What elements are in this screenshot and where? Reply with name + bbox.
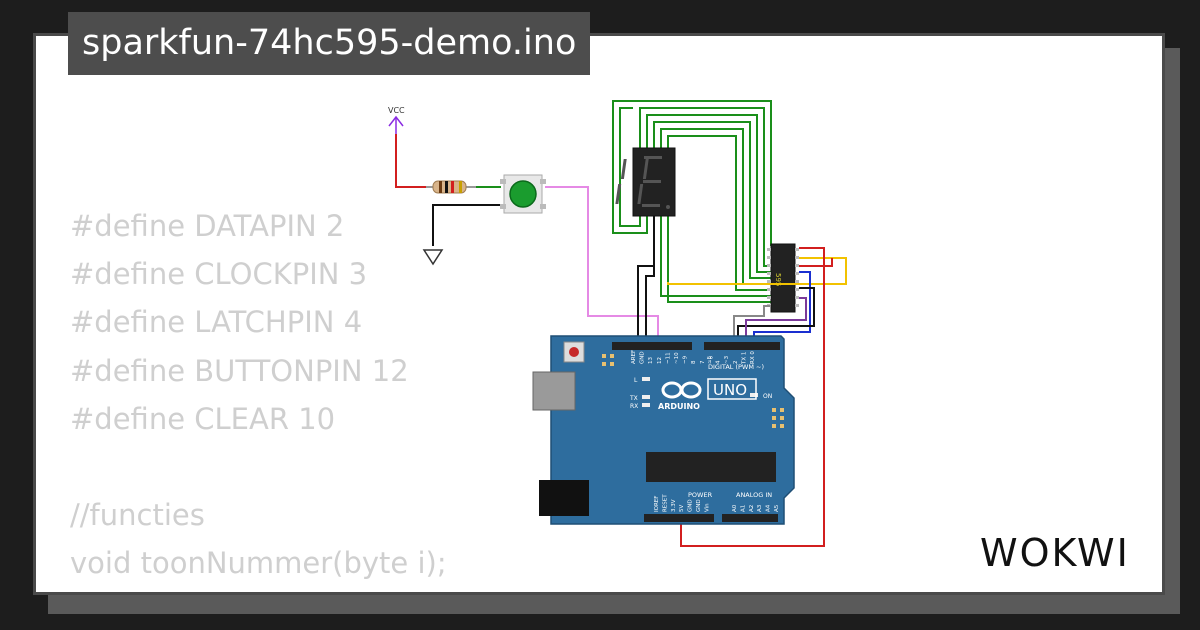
power-pin-label: 3.3V (671, 499, 677, 512)
wire-display-gnd2[interactable] (645, 216, 655, 346)
digital-header-left (612, 342, 692, 350)
code-line: void toonNummer(byte i); (70, 546, 447, 581)
code-preview: #define DATAPIN 2 #define CLOCKPIN 3 #defi… (70, 202, 447, 588)
digital-pin-label: ~11 (665, 352, 671, 364)
analog-label: ANALOG IN (736, 491, 772, 499)
digital-pin-label: GND (640, 351, 646, 364)
resistor[interactable] (426, 180, 476, 194)
digital-label: DIGITAL (PWM ~) (708, 363, 764, 371)
code-line: #define CLEAR 10 (70, 401, 336, 436)
digital-pin-label: 8 (691, 360, 697, 364)
led-l-label: L (634, 377, 638, 384)
wokwi-logo: WOKWI (980, 531, 1130, 575)
led-rx-label: RX (630, 403, 638, 410)
power-pin-label: 5V (679, 505, 685, 512)
digital-pin-label: ~6 (708, 355, 714, 364)
ground-symbol (422, 249, 444, 266)
chip-label: 595 (774, 273, 782, 286)
project-card: #define DATAPIN 2 #define CLOCKPIN 3 #defi… (33, 33, 1165, 595)
power-pin-label: Vin (704, 503, 710, 512)
digital-header-right (704, 342, 780, 350)
code-line: //functies (70, 498, 205, 533)
digital-pin-label: 4 (716, 360, 722, 364)
power-pin-label: RESET (662, 494, 668, 512)
digital-pin-label: 13 (648, 357, 654, 364)
digital-pin-label: AREF (631, 350, 637, 364)
shift-register-chip[interactable]: 595 (767, 243, 799, 313)
digital-pin-label: 2 (733, 361, 739, 365)
digital-pin-label: 7 (700, 360, 706, 364)
power-pin-label: GND (688, 499, 694, 512)
analog-pin-label: A5 (774, 504, 780, 512)
push-button[interactable] (500, 174, 546, 214)
digital-pin-label: ~9 (683, 355, 689, 364)
digital-pin-label: 12 (657, 357, 663, 364)
circuit-diagram: VCC (388, 100, 847, 547)
usb-port (532, 371, 576, 411)
analog-header (722, 514, 778, 522)
seven-segment-display[interactable] (615, 147, 676, 217)
analog-pin-label: A1 (740, 505, 746, 512)
digital-pin-label: ~3 (724, 355, 730, 364)
power-jack (539, 480, 589, 516)
wire-button-pin12[interactable] (545, 186, 659, 346)
icsp-header (602, 354, 784, 428)
power-label: POWER (688, 491, 713, 499)
wire-chip-black[interactable] (737, 287, 815, 346)
code-line: #define LATCHPIN 4 (70, 305, 363, 340)
wire-chip-gray[interactable] (733, 305, 771, 346)
analog-pin-label: A0 (732, 504, 738, 512)
power-pin-label: GND (696, 499, 702, 512)
arduino-logo: ARDUINO (658, 381, 702, 411)
wire-button-ground[interactable] (432, 204, 501, 246)
wire-chip-red2[interactable] (799, 258, 833, 267)
arduino-brand: ARDUINO (658, 402, 700, 411)
digital-pin-label: ~5 (707, 355, 713, 364)
digital-pin-label: TX 1 (741, 352, 747, 365)
vcc-label: VCC (388, 106, 405, 115)
microcontroller-chip (646, 452, 776, 482)
code-line: #define BUTTONPIN 12 (70, 353, 409, 388)
wire-chip-yellow[interactable] (667, 257, 847, 285)
digital-pin-label: RX 0 (750, 351, 756, 364)
code-line: #define CLOCKPIN 3 (70, 257, 368, 292)
analog-pin-label: A2 (749, 505, 755, 512)
power-pin-label: IOREF (654, 496, 660, 512)
wokwi-logo-text: WOKWI (980, 531, 1130, 575)
led-on-label: ON (763, 393, 772, 400)
project-title[interactable]: sparkfun-74hc595-demo.ino (68, 12, 591, 75)
wire-vcc-resistor[interactable] (395, 134, 426, 188)
analog-pin-label: A3 (757, 504, 763, 512)
arduino-uno-board[interactable]: DIGITAL (PWM ~) L TX RX ON ARDUINO UNO P (532, 335, 795, 525)
wire-chip-vcc[interactable] (680, 247, 825, 547)
led-tx-label: TX (629, 395, 638, 402)
code-line: #define DATAPIN 2 (70, 209, 345, 243)
vcc-symbol: VCC (388, 106, 405, 134)
digital-pin-label: ~10 (674, 352, 680, 364)
arduino-model: UNO (713, 381, 747, 399)
power-header (644, 514, 714, 522)
wire-chip-purple[interactable] (745, 297, 807, 346)
analog-pin-label: A4 (766, 504, 772, 512)
